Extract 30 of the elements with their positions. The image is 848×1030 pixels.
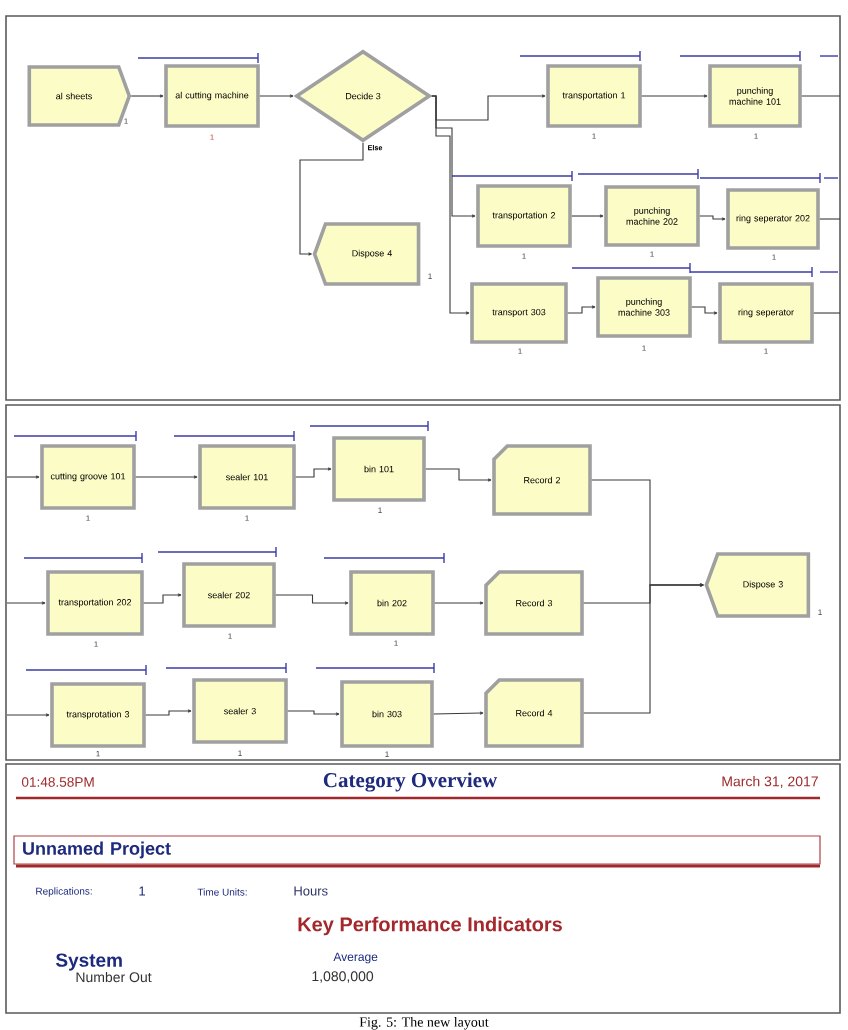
connector: [567, 305, 596, 314]
connector: [813, 312, 841, 314]
connector: [699, 215, 726, 221]
connector: [6, 475, 40, 479]
connector: [433, 711, 484, 715]
connector: [641, 94, 708, 98]
connector: [431, 95, 470, 315]
connector: [434, 601, 484, 605]
connector: [259, 94, 294, 98]
connector: [299, 142, 364, 256]
connector: [583, 583, 704, 714]
connector: [6, 601, 46, 605]
connector: [287, 710, 340, 716]
section-heading: Key Performance Indicators: [298, 916, 562, 936]
report-title: Category Overview: [323, 772, 498, 792]
header-band: Unnamed Project: [13, 835, 821, 868]
subheading: System: [55, 953, 122, 971]
connector: [135, 475, 198, 479]
connector: [275, 594, 349, 605]
connector: [819, 218, 841, 220]
connector: [6, 713, 50, 717]
connector: [145, 709, 192, 716]
connector: [143, 593, 182, 604]
connector: [801, 95, 841, 97]
connector: [295, 467, 332, 478]
connector: [425, 468, 492, 482]
connector: [431, 94, 546, 121]
connector: [571, 214, 604, 218]
connector: [130, 94, 164, 98]
connector: [691, 306, 718, 315]
